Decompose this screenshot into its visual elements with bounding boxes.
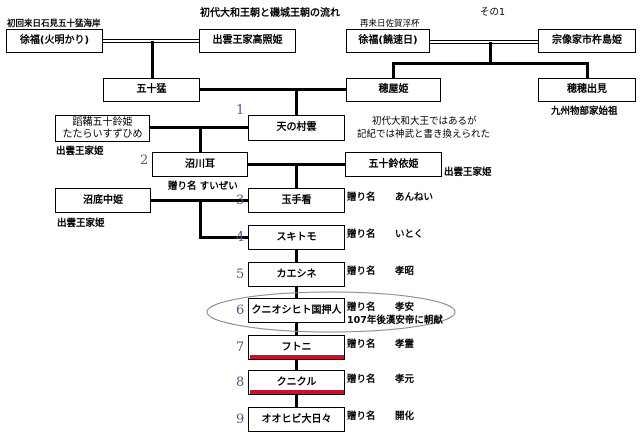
box-nunasoko-hime: 沼底中姫 <box>55 188 151 213</box>
kyushu-label: 九州物部家始祖 <box>551 106 618 117</box>
okurina-value: 孝元 <box>395 374 415 385</box>
king-name: 玉手看 <box>281 194 312 206</box>
okurina-value: 孝安 <box>395 302 415 313</box>
line <box>200 88 346 91</box>
king-number: 1 <box>236 103 245 118</box>
izumo-label: 出雲王家姫 <box>56 146 104 157</box>
king-name: オオヒビ大日々 <box>261 413 332 425</box>
tribute-note: 107年後漢安帝に朝献 <box>347 315 443 326</box>
king-box: スキトモ <box>248 225 345 250</box>
izumo-label: 出雲王家姫 <box>444 167 492 178</box>
okurina-value: 開化 <box>395 411 415 422</box>
tatara-kanji: 蹈鞴五十鈴姫 <box>72 116 133 128</box>
okurina-label: 贈り名 <box>347 374 376 385</box>
box-hoya-hime: 穂屋姫 <box>346 78 441 102</box>
box-isotake: 五十猛 <box>103 78 200 102</box>
line <box>489 42 492 64</box>
marriage-line <box>430 40 538 44</box>
line <box>199 199 202 238</box>
king-name: クニオシヒト国押人 <box>251 304 342 316</box>
king-box: 玉手看 <box>248 188 345 213</box>
line <box>151 41 154 78</box>
line <box>586 62 589 78</box>
okurina-label: 贈り名 <box>347 229 376 240</box>
line <box>392 62 395 78</box>
note-line2: 記紀では神武と書き換えられた <box>357 129 491 140</box>
box-takateru-hime: 出雲王家高照姫 <box>199 29 296 53</box>
box-hohodemi: 穂穂出見 <box>538 78 636 102</box>
king-name: スキトモ <box>276 231 317 243</box>
okurina-value: いとく <box>395 229 424 240</box>
okurina-label: 贈り名 <box>347 266 376 277</box>
okurina-label: 贈り名 <box>347 411 376 422</box>
okurina-label: 贈り名 <box>347 339 376 350</box>
highlight-ellipse <box>206 291 456 333</box>
king-name: カエシネ <box>276 268 317 280</box>
page-label: その1 <box>480 7 506 18</box>
king-box: クニオシヒト国押人 <box>248 298 345 323</box>
first-arrival-label: 初回来日石見五十猛海岸 <box>7 19 101 29</box>
box-nunakawamimi: 沼川耳 <box>152 152 248 177</box>
box-amanomurakumo: 天の村雲 <box>248 115 345 141</box>
izumo-label: 出雲王家姫 <box>57 218 105 229</box>
line <box>199 236 248 239</box>
line <box>392 62 589 65</box>
suizei-label: 贈り名 すいぜい <box>168 181 238 192</box>
okurina-value: あんねい <box>395 192 434 203</box>
okurina-label: 贈り名 <box>347 192 376 203</box>
okurina-value: 孝霊 <box>395 339 415 350</box>
box-jofuku-homeakari: 徐福(火明かり) <box>6 29 103 53</box>
line <box>295 88 298 115</box>
line <box>295 250 298 407</box>
king-name: クニクル <box>276 376 317 388</box>
king-number: 3 <box>236 193 245 208</box>
king-number: 4 <box>236 230 245 245</box>
okurina-value: 孝昭 <box>395 266 415 277</box>
king-box: カエシネ <box>248 262 345 287</box>
king-box: オオヒビ大日々 <box>248 407 345 432</box>
king-number: 9 <box>236 412 245 427</box>
line <box>295 163 298 188</box>
box-munakata: 宗像家市杵島姫 <box>538 29 636 53</box>
second-arrival-label: 再来日佐賀浮杯 <box>360 19 420 29</box>
king-number: 8 <box>236 375 245 390</box>
highlight-bar <box>250 355 344 359</box>
box-isuzuyori-hime: 五十鈴依姫 <box>345 152 442 177</box>
okurina-label: 贈り名 <box>347 302 376 313</box>
king-number: 5 <box>236 267 245 282</box>
king-number: 6 <box>236 303 245 318</box>
king-name: フトニ <box>281 341 312 353</box>
box-tatara-isuzu-hime: 蹈鞴五十鈴姫 たたらいすずひめ <box>55 115 150 142</box>
note-line1: 初代大和大王ではあるが <box>372 116 477 127</box>
box-jofuku-nigihayahi: 徐福(饒速日) <box>346 29 430 53</box>
tatara-kana: たたらいすずひめ <box>62 128 143 140</box>
diagram-title: 初代大和王朝と磯城王朝の流れ <box>200 8 340 19</box>
line <box>199 126 202 152</box>
king-number: 2 <box>140 153 149 168</box>
highlight-bar <box>250 390 344 394</box>
king-number: 7 <box>236 340 245 355</box>
